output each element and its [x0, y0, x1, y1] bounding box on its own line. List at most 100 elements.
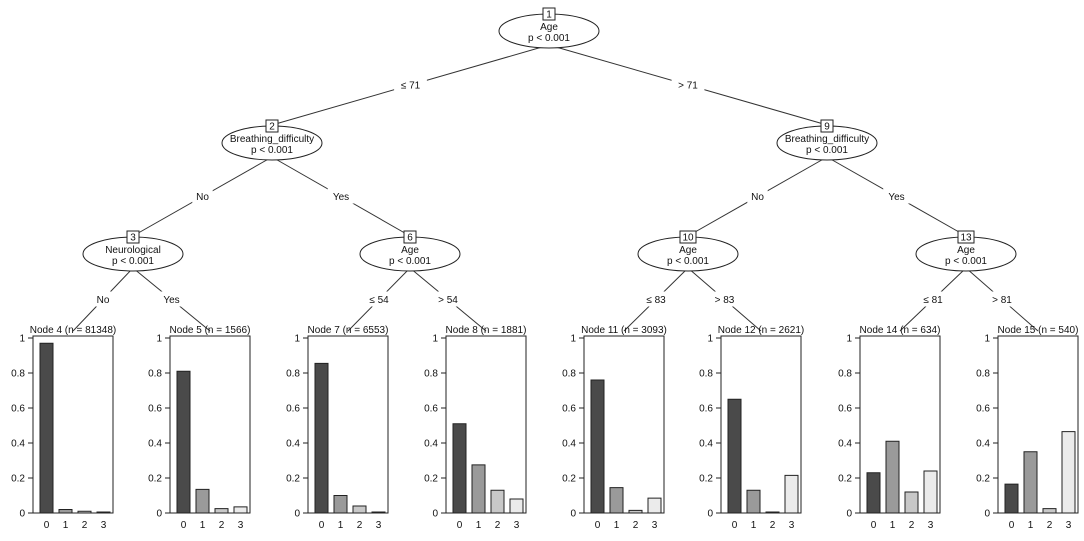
- y-axis-tick-label: 0: [846, 509, 852, 520]
- edge-label: ≤ 83: [646, 295, 666, 306]
- edge-label: Yes: [163, 295, 179, 306]
- edge-label-background: [985, 291, 1019, 307]
- y-axis-tick-label: 1: [984, 334, 990, 345]
- node-id-box: [403, 230, 417, 244]
- bar-class-0: [314, 362, 329, 514]
- edge-label-background: [327, 188, 355, 204]
- y-axis-tick-label: 0.4: [424, 439, 438, 450]
- terminal-node-title: Node 8 (n = 1881): [446, 325, 527, 336]
- edge-label-background: [431, 291, 465, 307]
- y-axis-tick-label: 0.2: [699, 474, 713, 485]
- node-id-box: [265, 119, 279, 133]
- y-axis-tick-label: 0: [570, 509, 576, 520]
- bar-class-0: [1004, 483, 1019, 514]
- bar-class-3: [923, 470, 938, 514]
- x-axis-tick-label: 2: [495, 520, 501, 531]
- x-axis-tick-label: 0: [595, 520, 601, 531]
- node-p-value: p < 0.001: [389, 256, 431, 267]
- bar-class-1: [333, 495, 348, 514]
- bar-class-1: [1023, 451, 1038, 514]
- edge-label: ≤ 71: [401, 81, 421, 92]
- edge-label-background: [883, 188, 910, 204]
- bar-class-0: [452, 423, 467, 514]
- y-axis-tick-label: 1: [432, 334, 438, 345]
- node-variable: Neurological: [105, 245, 161, 256]
- node-id: 1: [546, 10, 552, 21]
- y-axis-tick-label: 1: [707, 334, 713, 345]
- x-axis-tick-label: 2: [82, 520, 88, 531]
- y-axis-tick-label: 0.8: [148, 369, 162, 380]
- x-axis-tick-label: 0: [181, 520, 187, 531]
- x-axis-tick-label: 1: [476, 520, 482, 531]
- bar-class-2: [904, 491, 919, 514]
- node-id: 10: [682, 233, 694, 244]
- edge-label-background: [708, 291, 741, 307]
- bar-class-2: [352, 505, 367, 514]
- tree-edges: [72, 44, 1039, 332]
- y-axis-tick-label: 0: [156, 509, 162, 520]
- bar-class-3: [96, 511, 111, 514]
- y-axis-tick-label: 1: [294, 334, 300, 345]
- y-axis-tick-label: 0: [294, 509, 300, 520]
- edge-label: ≤ 54: [369, 295, 389, 306]
- x-axis-tick-label: 3: [652, 520, 658, 531]
- node-variable: Age: [540, 22, 558, 33]
- y-axis-tick-label: 0.2: [424, 474, 438, 485]
- y-axis-tick-label: 0.8: [286, 369, 300, 380]
- y-axis-tick-label: 0: [707, 509, 713, 520]
- edge-label: ≤ 81: [923, 295, 943, 306]
- node-p-value: p < 0.001: [806, 145, 848, 156]
- bar-class-3: [1061, 431, 1076, 514]
- bar-class-3: [233, 506, 248, 514]
- terminal-node-title: Node 11 (n = 3093): [581, 325, 667, 336]
- bar-class-1: [885, 440, 900, 514]
- y-axis-tick-label: 0.2: [562, 474, 576, 485]
- x-axis-tick-label: 3: [928, 520, 934, 531]
- y-axis-tick-label: 0.6: [286, 404, 300, 415]
- terminal-node-title: Node 5 (n = 1566): [170, 325, 251, 336]
- y-axis-tick-label: 0.6: [838, 404, 852, 415]
- y-axis-tick-label: 0.2: [286, 474, 300, 485]
- x-axis-tick-label: 0: [732, 520, 738, 531]
- x-axis-tick-label: 2: [1047, 520, 1053, 531]
- node-p-value: p < 0.001: [945, 256, 987, 267]
- y-axis-tick-label: 1: [570, 334, 576, 345]
- bar-class-2: [765, 511, 780, 514]
- edge-label: > 71: [678, 81, 698, 92]
- edge-label-background: [639, 291, 673, 307]
- bar-class-2: [628, 509, 643, 514]
- x-axis-tick-label: 2: [219, 520, 225, 531]
- y-axis-tick-label: 0.6: [976, 404, 990, 415]
- edge-label-background: [394, 77, 427, 92]
- bar-class-0: [39, 342, 54, 514]
- bar-class-1: [471, 464, 486, 514]
- y-axis-tick-label: 0.2: [976, 474, 990, 485]
- y-axis-tick-label: 0.2: [148, 474, 162, 485]
- edge-label-background: [916, 291, 950, 307]
- x-axis-tick-label: 2: [633, 520, 639, 531]
- bar-class-3: [371, 511, 386, 514]
- y-axis-tick-label: 0.8: [838, 369, 852, 380]
- x-axis-tick-label: 1: [1028, 520, 1034, 531]
- edge-label-background: [362, 291, 396, 307]
- node-variable: Breathing_difficulty: [230, 134, 314, 145]
- y-axis-tick-label: 0.4: [562, 439, 576, 450]
- node-id: 13: [960, 233, 972, 244]
- y-axis-tick-label: 0.8: [11, 369, 25, 380]
- node-p-value: p < 0.001: [667, 256, 709, 267]
- y-axis-tick-label: 0.6: [699, 404, 713, 415]
- x-axis-tick-label: 2: [909, 520, 915, 531]
- y-axis-tick-label: 0.6: [424, 404, 438, 415]
- node-id-box: [957, 230, 975, 244]
- y-axis-tick-label: 1: [156, 334, 162, 345]
